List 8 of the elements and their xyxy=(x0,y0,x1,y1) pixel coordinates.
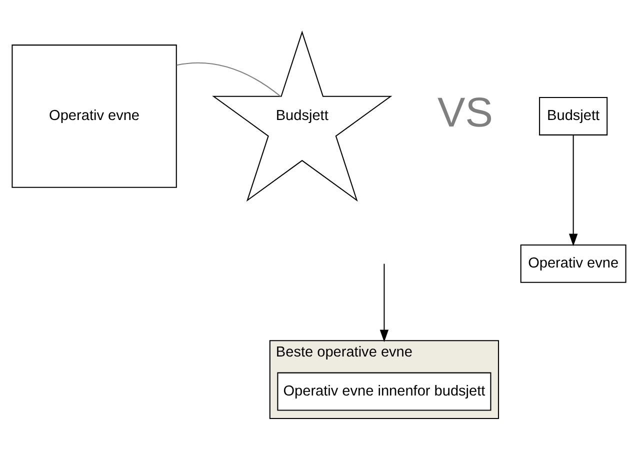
node-box: Operativ evne innenfor budsjett xyxy=(277,372,492,411)
node-box: Budsjett xyxy=(539,97,608,136)
node-box: Operativ evne xyxy=(520,244,626,283)
connector xyxy=(176,62,281,97)
node-box: Operativ evne xyxy=(12,44,177,188)
label: VS xyxy=(438,88,493,136)
arrow xyxy=(380,264,389,342)
arrow xyxy=(568,135,578,246)
